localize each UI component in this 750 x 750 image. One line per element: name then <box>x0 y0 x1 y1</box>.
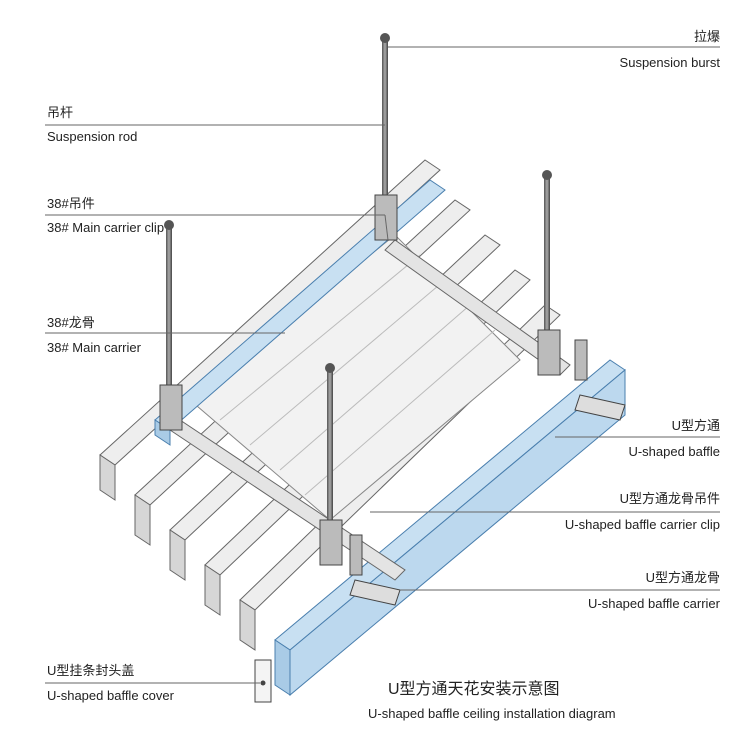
label-baffle-cover-cn: U型挂条封头盖 <box>47 663 135 678</box>
label-baffle-carrier-en: U-shaped baffle carrier <box>588 596 720 611</box>
baffle-carrier-piece <box>349 579 401 606</box>
label-suspension-burst-cn: 拉爆 <box>693 29 720 44</box>
baffle-carrier-piece <box>574 394 626 421</box>
baffle-carrier-clip <box>349 534 363 576</box>
label-suspension-rod-cn: 吊杆 <box>47 105 74 120</box>
carrier-clips <box>159 194 588 576</box>
baffle-cover-part <box>254 659 272 703</box>
suspension-rod <box>166 222 172 402</box>
leader-lines <box>45 46 720 684</box>
suspension-rod <box>544 172 550 347</box>
main-carrier-clip <box>319 519 343 566</box>
label-main-carrier-en: 38# Main carrier <box>47 340 141 355</box>
u-baffle <box>99 159 441 501</box>
main-carrier-clip <box>374 194 398 241</box>
baffle-carrier <box>384 239 571 376</box>
ceiling-grooves <box>219 254 496 496</box>
caption-en: U-shaped baffle ceiling installation dia… <box>368 706 616 721</box>
suspension-rod <box>382 35 388 235</box>
label-baffle-en: U-shaped baffle <box>628 444 720 459</box>
suspension-rod <box>327 365 333 535</box>
main-carrier-clip <box>537 329 561 376</box>
label-main-carrier-clip-cn: 38#吊件 <box>47 196 95 211</box>
label-main-carrier-clip-en: 38# Main carrier clip <box>47 220 165 235</box>
suspension-rods <box>164 33 552 535</box>
caption-cn: U型方通天花安装示意图 <box>388 681 560 698</box>
label-main-carrier-cn: 38#龙骨 <box>47 315 95 330</box>
label-suspension-burst-en: Suspension burst <box>619 55 720 70</box>
u-baffle-highlighted <box>274 359 626 697</box>
main-carrier-clip <box>159 384 183 431</box>
label-baffle-clip-en: U-shaped baffle carrier clip <box>564 517 720 532</box>
label-baffle-clip-cn: U型方通龙骨吊件 <box>619 491 720 506</box>
baffle-carrier-clip <box>574 339 588 381</box>
label-baffle-cover-en: U-shaped baffle cover <box>47 688 174 703</box>
label-baffle-cn: U型方通 <box>671 418 720 433</box>
label-baffle-carrier-cn: U型方通龙骨 <box>645 570 720 585</box>
label-suspension-rod-en: Suspension rod <box>47 129 138 144</box>
